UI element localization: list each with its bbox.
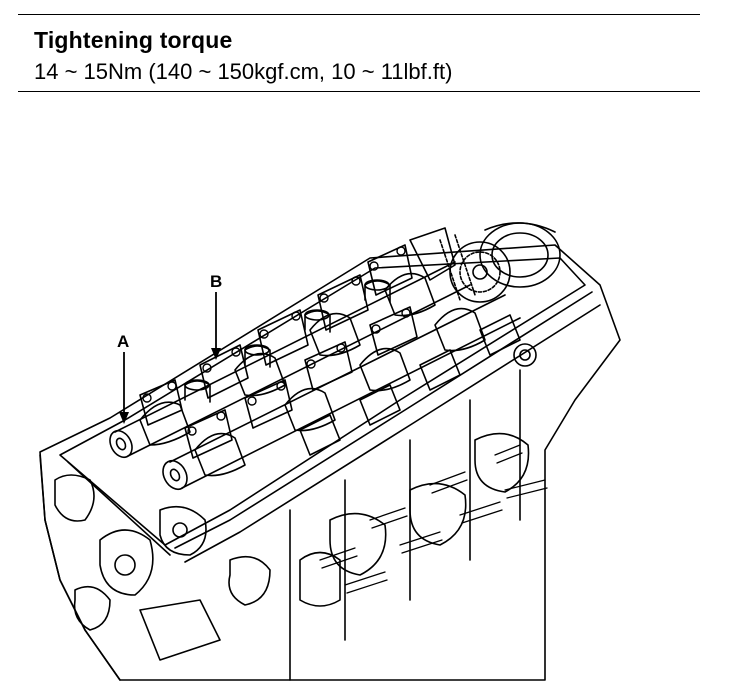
torque-spec-title: Tightening torque [34, 27, 233, 53]
camshaft-b [162, 294, 521, 491]
front-face [39, 454, 121, 681]
callout-a-label: A [117, 332, 129, 351]
callout-b-arrowhead [211, 348, 221, 360]
bearing-caps [139, 244, 418, 459]
callout-a: A [117, 332, 129, 424]
side-studs [319, 444, 548, 594]
callout-b: B [210, 272, 222, 360]
cylinder-head-outline [39, 244, 621, 681]
cap-bolts [142, 246, 411, 436]
camshaft-a [109, 261, 471, 459]
torque-spec-box: Tightening torque 14 ~ 15Nm (140 ~ 150kg… [18, 14, 700, 92]
callout-b-label: B [210, 272, 222, 291]
callout-a-arrowhead [119, 412, 129, 424]
torque-spec-value: 14 ~ 15Nm (140 ~ 150kgf.cm, 10 ~ 11lbf.f… [34, 59, 453, 84]
timing-sprockets [409, 222, 561, 303]
journal-bosses [184, 279, 391, 403]
